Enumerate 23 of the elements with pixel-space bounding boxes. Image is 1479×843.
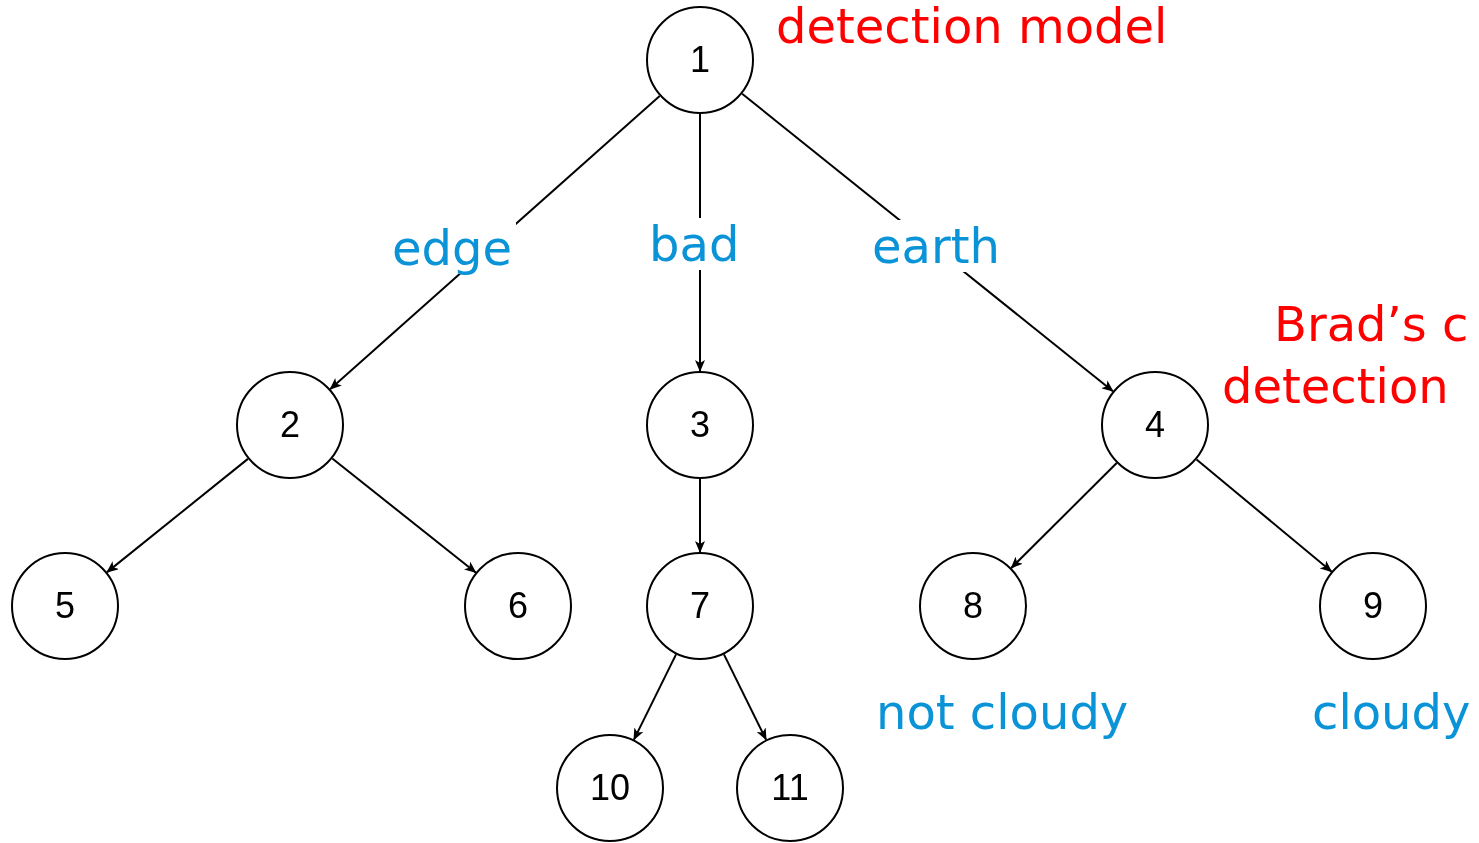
node-number: 9	[1363, 585, 1383, 627]
arrow	[722, 653, 768, 741]
arrow	[331, 457, 477, 574]
node-number: 5	[55, 585, 75, 627]
node-number: 1	[690, 39, 710, 81]
arrow	[106, 457, 249, 574]
node-number: 4	[1145, 404, 1165, 446]
annotation-text: Brad’s c	[1274, 300, 1469, 348]
node-number: 3	[690, 404, 710, 446]
node-number: 11	[771, 767, 809, 809]
node-number: 6	[508, 585, 528, 627]
node-number: 10	[589, 767, 630, 809]
node-number: 7	[690, 585, 710, 627]
node-number: 8	[963, 585, 983, 627]
arrow	[1195, 458, 1333, 573]
arrow	[1010, 462, 1118, 569]
arrow	[695, 478, 705, 553]
annotation-text: detection model	[776, 2, 1168, 50]
node-number: 2	[280, 404, 300, 446]
arrow	[632, 653, 678, 741]
node-caption: cloudy	[1311, 686, 1472, 738]
annotation-text: detection	[1222, 362, 1449, 410]
node-caption: not cloudy	[875, 686, 1130, 738]
